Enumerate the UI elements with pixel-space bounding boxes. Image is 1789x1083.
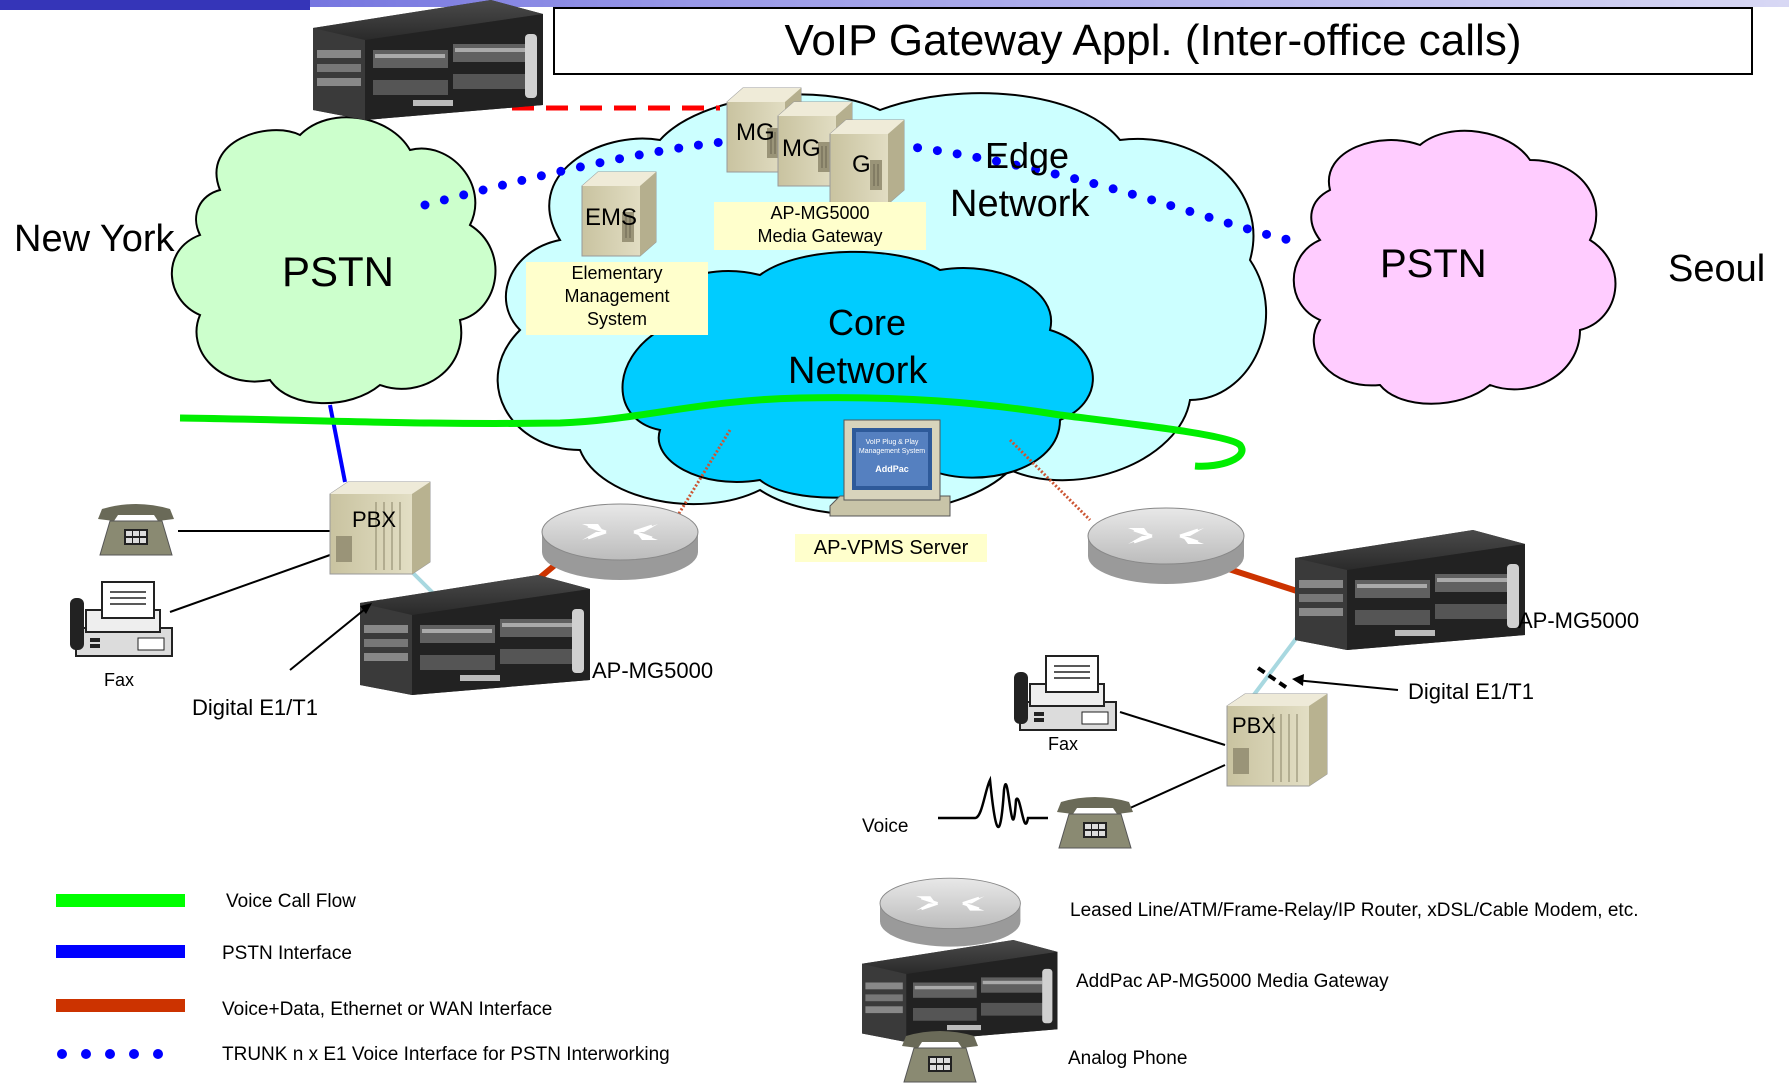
legend-router-icon bbox=[878, 876, 1022, 948]
pstn-cloud-left bbox=[170, 116, 497, 405]
core-to-router-left bbox=[673, 429, 732, 521]
edge-network-label-2: Network bbox=[950, 183, 1090, 225]
mg-label-1: MG bbox=[736, 119, 775, 146]
digital-arrow-left-head bbox=[360, 603, 372, 614]
pbx-right bbox=[1226, 693, 1328, 787]
ems-caption-line-2: Management bbox=[564, 286, 670, 306]
digital-arrow-right bbox=[1294, 679, 1399, 691]
media-gateway-right bbox=[1295, 530, 1525, 650]
digital-arrow-right-head bbox=[1292, 674, 1304, 686]
legend-label-gateway: AddPac AP-MG5000 Media Gateway bbox=[1076, 971, 1389, 992]
diagram-title: VoIP Gateway Appl. (Inter-office calls) bbox=[553, 7, 1753, 75]
legend-media-gateway-icon bbox=[862, 940, 1058, 1042]
digital-left-label: Digital E1/T1 bbox=[192, 695, 318, 720]
voice-call-flow-line bbox=[179, 394, 1246, 470]
legend-label-trunk: TRUNK n x E1 Voice Interface for PSTN In… bbox=[222, 1044, 670, 1065]
core-network-label-2: Network bbox=[788, 350, 928, 392]
gateway-left-label: AP-MG5000 bbox=[592, 658, 714, 683]
ems-label: EMS bbox=[585, 204, 637, 231]
mg-label-3: G bbox=[852, 151, 871, 178]
pstn-interface-line bbox=[328, 404, 347, 483]
core-network-cloud bbox=[621, 250, 1094, 499]
location-seoul: Seoul bbox=[1668, 248, 1766, 290]
digital-arrow-left bbox=[289, 604, 371, 671]
legend-line-wan bbox=[56, 999, 185, 1012]
vpms-screen-title-1: VoIP Plug & Play bbox=[866, 439, 919, 446]
voice-label: Voice bbox=[862, 816, 909, 837]
vpms-caption: AP-VPMS Server bbox=[795, 534, 987, 562]
pstn-cloud-right bbox=[1292, 129, 1617, 405]
phone-to-pbx-line-right bbox=[1129, 764, 1226, 809]
router-right bbox=[1086, 506, 1246, 586]
legend-label-wan: Voice+Data, Ethernet or WAN Interface bbox=[222, 999, 553, 1020]
digital-right-label: Digital E1/T1 bbox=[1408, 679, 1534, 704]
top-accent-bar-left bbox=[0, 0, 310, 10]
vpms-screen-brand: AddPac bbox=[875, 464, 909, 474]
gateway-right-label: AP-MG5000 bbox=[1518, 608, 1640, 633]
analog-phone-left-icon bbox=[97, 503, 175, 556]
vpms-screen-title-2: Management System bbox=[859, 448, 925, 455]
legend-line-pstn bbox=[56, 945, 185, 958]
legend-line-voice-call bbox=[56, 894, 185, 907]
legend-label-pstn: PSTN Interface bbox=[222, 943, 352, 964]
fax-left-label: Fax bbox=[104, 670, 135, 690]
media-gateway-top bbox=[313, 0, 543, 120]
ems-caption-line-1: Elementary bbox=[571, 263, 663, 283]
router-left bbox=[540, 502, 700, 582]
vpms-server-computer: VoIP Plug & Play Management System AddPa… bbox=[829, 419, 951, 517]
legend-label-voice-call: Voice Call Flow bbox=[226, 891, 356, 912]
ems-caption-line-3: System bbox=[586, 309, 647, 329]
media-gateway-left bbox=[360, 575, 590, 695]
fax-to-pbx-line-left bbox=[169, 554, 331, 613]
digital-cut-mark bbox=[1256, 666, 1292, 692]
edge-network-label-1: Edge bbox=[985, 135, 1070, 176]
core-network-label-1: Core bbox=[828, 302, 907, 343]
pbx-left-label: PBX bbox=[352, 507, 396, 532]
legend-label-router: Leased Line/ATM/Frame-Relay/IP Router, x… bbox=[1070, 900, 1639, 921]
pstn-left-label: PSTN bbox=[282, 248, 395, 295]
analog-phone-right-icon bbox=[1056, 796, 1134, 849]
location-new-york: New York bbox=[14, 218, 175, 260]
fax-left-icon bbox=[69, 581, 173, 657]
pbx-right-label: PBX bbox=[1232, 713, 1276, 738]
mg-caption-line-2: Media Gateway bbox=[757, 226, 883, 246]
vpms-caption-text: AP-VPMS Server bbox=[813, 537, 969, 559]
ems-caption: Elementary Management System bbox=[526, 262, 708, 335]
fax-right-label: Fax bbox=[1048, 734, 1079, 754]
top-accent-bar bbox=[0, 0, 1789, 7]
core-to-router-right bbox=[1008, 438, 1092, 522]
fax-right-icon bbox=[1013, 655, 1117, 731]
mg-caption-line-1: AP-MG5000 bbox=[770, 203, 870, 223]
mg-caption: AP-MG5000 Media Gateway bbox=[714, 202, 926, 250]
legend-analog-phone-icon bbox=[901, 1030, 979, 1083]
fax-to-pbx-line-right bbox=[1119, 711, 1226, 746]
mg-label-2: MG bbox=[782, 135, 821, 162]
legend-label-phone: Analog Phone bbox=[1068, 1048, 1188, 1069]
voice-waveform bbox=[938, 775, 1048, 829]
pstn-right-label: PSTN bbox=[1380, 242, 1487, 286]
